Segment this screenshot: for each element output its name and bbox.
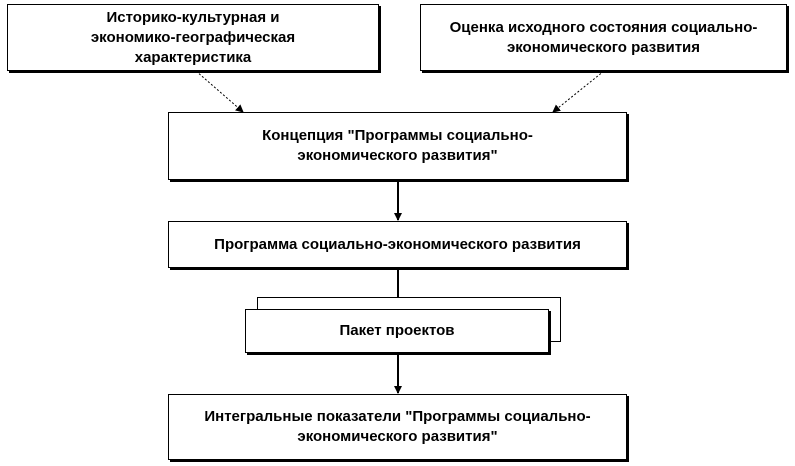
arrow-history-to-concept	[195, 70, 244, 113]
node-project-package: Пакет проектов	[245, 309, 549, 353]
node-initial-state-assessment: Оценка исходного состояния социально- эк…	[420, 4, 787, 71]
node-program-concept: Концепция "Программы социально- экономич…	[168, 112, 627, 180]
node-history-line-1: Историко-культурная и	[106, 8, 280, 26]
node-assessment-line-1: Оценка исходного состояния социально-	[449, 18, 758, 36]
arrow-assessment-to-concept	[552, 70, 605, 113]
node-history-line-3: характеристика	[134, 48, 252, 66]
node-program-line-1: Программа социально-экономического разви…	[214, 235, 581, 253]
node-integral-indicators: Интегральные показатели "Программы социа…	[168, 394, 627, 460]
node-concept-line-1: Концепция "Программы социально-	[262, 127, 533, 144]
node-concept-line-2: экономического развития"	[297, 147, 498, 164]
node-integral-line-2: экономического развития"	[297, 428, 498, 445]
node-history-line-2: экономико-географическая	[90, 28, 296, 46]
node-package-line-1: Пакет проектов	[339, 322, 455, 339]
node-development-program: Программа социально-экономического разви…	[168, 221, 627, 268]
node-assessment-line-2: экономического развития	[506, 38, 701, 56]
node-integral-line-1: Интегральные показатели "Программы социа…	[204, 408, 591, 425]
node-history-characteristic: Историко-культурная и экономико-географи…	[7, 4, 379, 71]
